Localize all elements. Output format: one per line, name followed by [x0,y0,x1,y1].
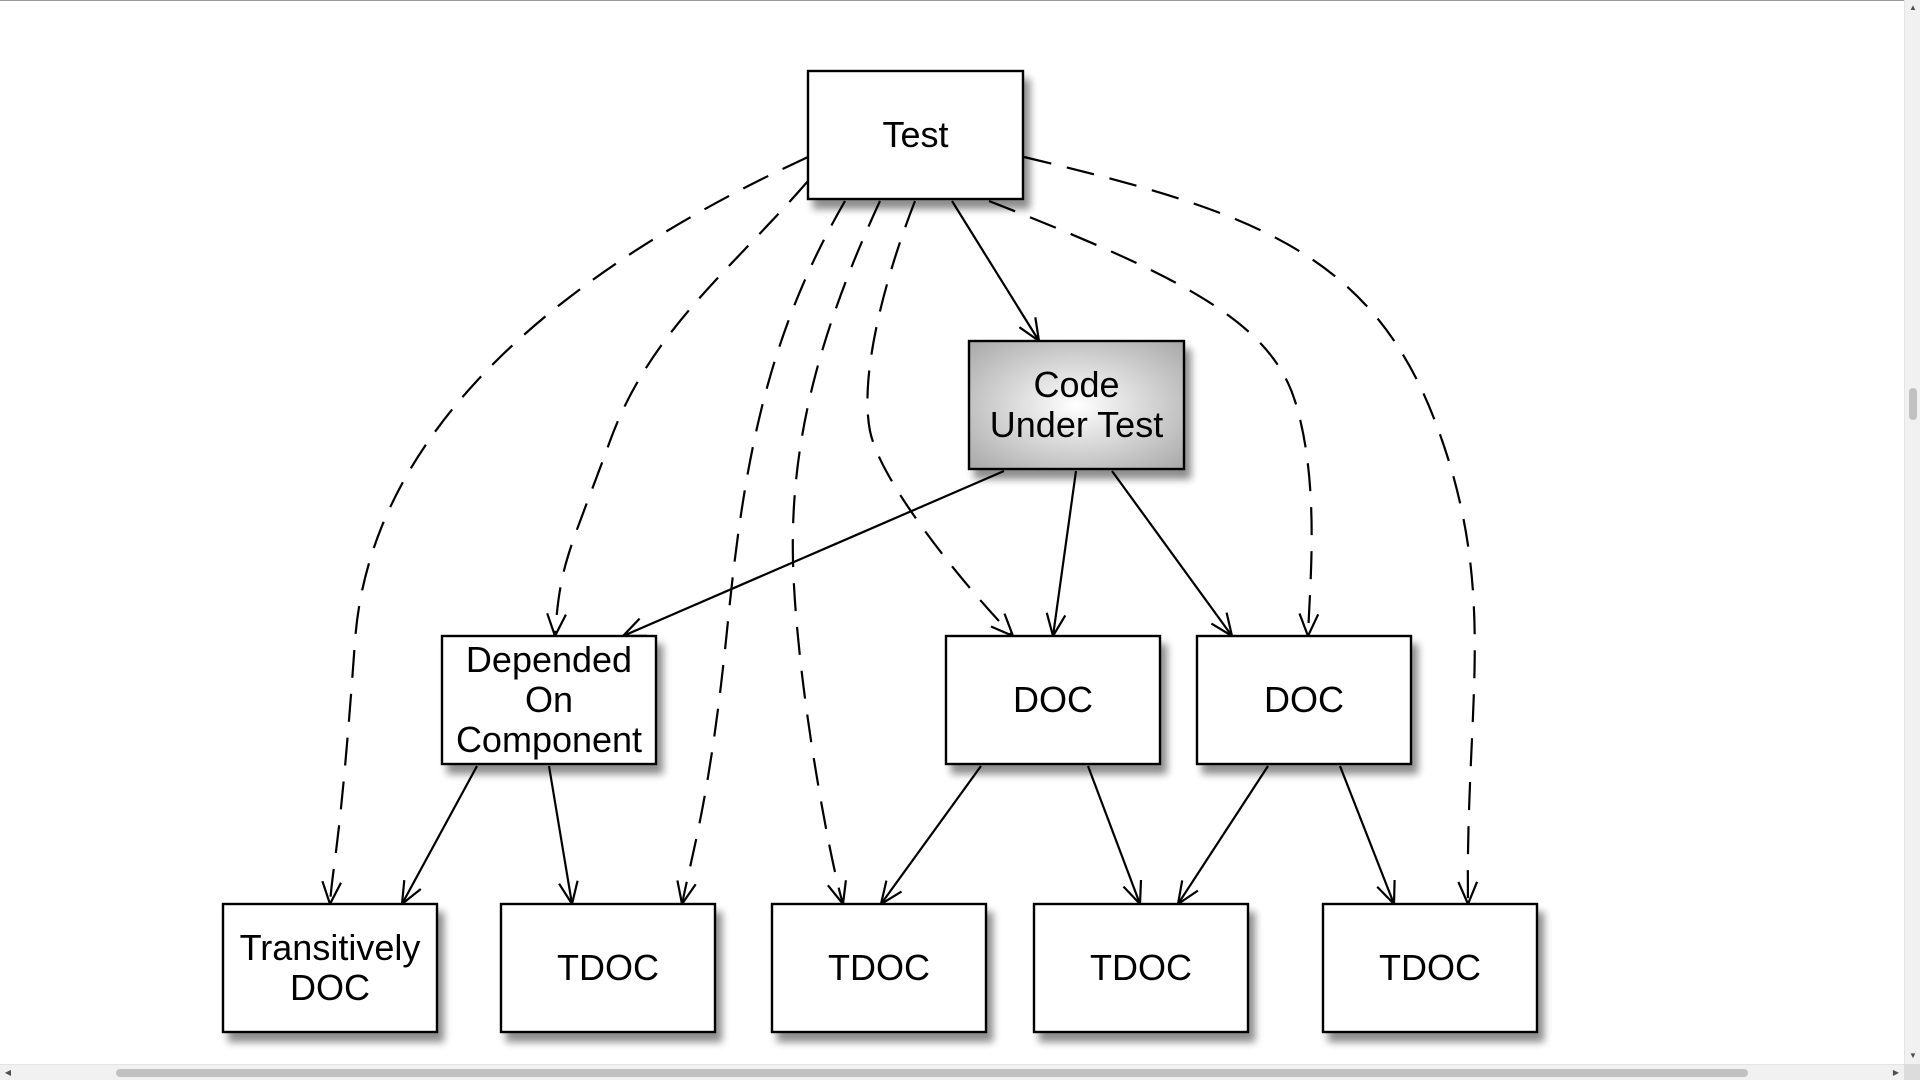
arrowhead-test-to-tdoc2 [827,880,847,907]
node-tdoc-1-label: TDOC [557,947,659,988]
scroll-up-icon[interactable]: ▲ [1909,3,1917,12]
node-tdoc-3-label: TDOC [1090,947,1192,988]
edge-cut-to-doc1 [1051,470,1078,637]
node-depended-on-component-label: Component [456,719,642,760]
node-tdoc-2: TDOC [770,902,988,1034]
edge-test-to-doc2 [988,199,1313,637]
arrowhead-test-to-doc_comp [546,612,567,639]
edge-test-to-doc1 [866,200,1014,637]
edge-test-to-tdoc2 [791,200,881,905]
scroll-down-icon[interactable]: ▼ [1909,1051,1917,1060]
edge-doc2-to-tdoc3 [1177,765,1269,905]
node-tdoc-3: TDOC [1032,902,1250,1034]
node-code-under-test-label: Under Test [990,404,1163,445]
edge-cut-to-doc_comp [622,469,1005,638]
node-tdoc-4: TDOC [1321,902,1539,1034]
node-code-under-test-box [967,339,1186,471]
node-tdoc-4-box [1321,902,1539,1034]
node-doc-1: DOC [944,634,1162,766]
node-depended-on-component-label: On [525,679,573,720]
node-tdoc-2-label: TDOC [828,947,930,988]
node-doc-1-label: DOC [1013,679,1093,720]
arrowhead-doc_comp-to-trans [400,879,422,907]
node-depended-on-component-box [440,634,658,766]
node-transitively-doc-box [221,902,439,1034]
edges-layer [321,155,1479,907]
node-tdoc-1-box [499,902,717,1034]
node-test-label: Test [882,114,948,155]
node-depended-on-component-label: Depended [466,639,632,680]
horizontal-scrollbar[interactable]: ◀ ▶ [0,1064,1904,1080]
edge-test-to-tdoc4 [1023,155,1476,905]
scroll-right-icon[interactable]: ▶ [1892,1068,1900,1077]
edge-test-to-tdoc1 [680,200,846,905]
node-tdoc-3-box [1032,902,1250,1034]
edge-doc_comp-to-trans [401,765,478,905]
node-doc-1-box [944,634,1162,766]
node-tdoc-4-label: TDOC [1379,947,1481,988]
edge-test-to-doc_comp [553,180,809,637]
node-test-box [806,69,1025,201]
node-transitively-doc-label: Transitively [240,927,421,968]
node-tdoc-1: TDOC [499,902,717,1034]
node-transitively-doc-label: DOC [290,967,370,1008]
edge-test-to-cut [951,200,1040,342]
edge-doc1-to-tdoc3 [1086,765,1142,905]
vertical-scroll-thumb[interactable] [1909,388,1917,420]
edge-test-to-trans [328,156,809,905]
node-doc-2: DOC [1195,634,1413,766]
node-test: Test [806,69,1025,201]
node-tdoc-2-box [770,902,988,1034]
edge-cut-to-doc2 [1111,470,1233,637]
vertical-scrollbar[interactable]: ▲ ▼ [1904,0,1920,1064]
node-code-under-test-label: Code [1033,364,1119,405]
node-doc-2-box [1195,634,1413,766]
node-doc-2-label: DOC [1264,679,1344,720]
scrollbar-corner [1904,1064,1920,1080]
edge-doc2-to-tdoc4 [1338,765,1396,905]
scroll-left-icon[interactable]: ◀ [4,1068,12,1077]
edge-doc_comp-to-tdoc1 [547,765,574,905]
edge-doc1-to-tdoc2 [880,765,982,905]
horizontal-scroll-thumb[interactable] [116,1069,1748,1077]
